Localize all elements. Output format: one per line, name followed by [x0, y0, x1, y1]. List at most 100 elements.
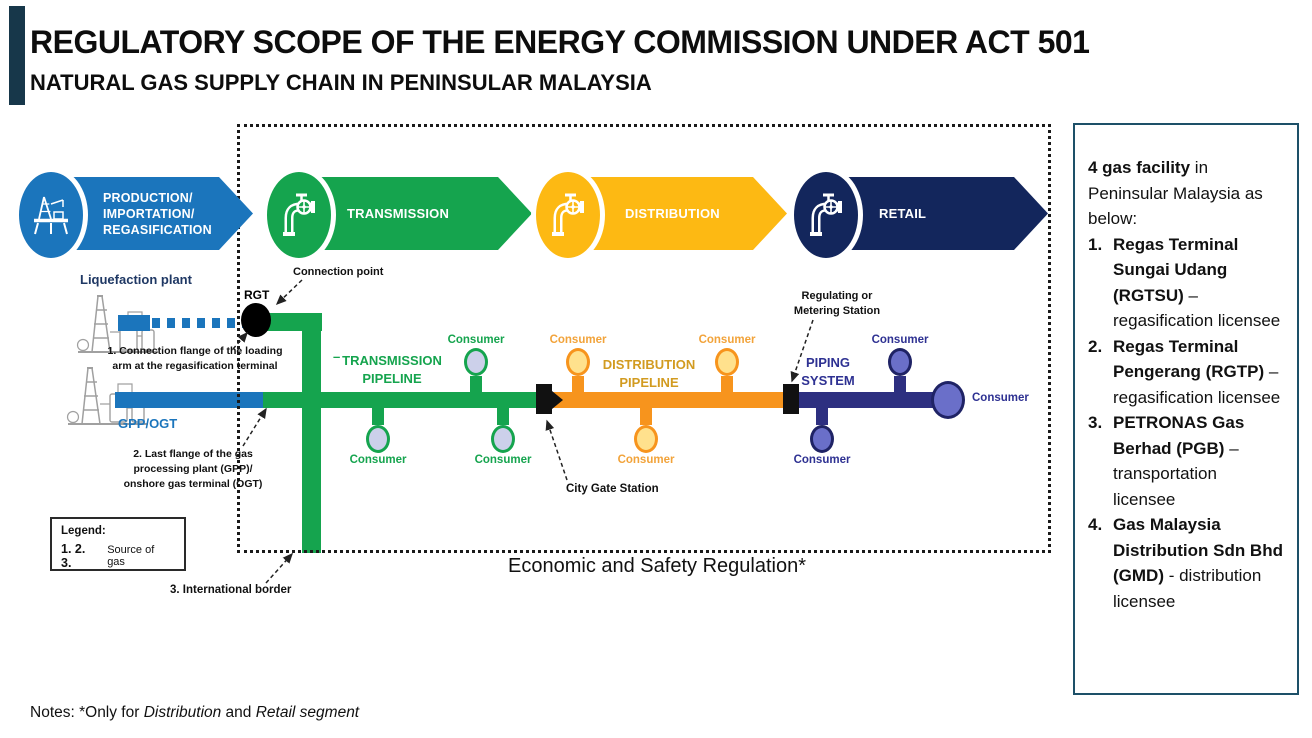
consumer-piping-end-node — [931, 381, 965, 419]
facility-item-role: - distribution licensee — [1113, 566, 1262, 611]
consumer-label: Consumer — [972, 392, 1029, 404]
facility-item-name: PETRONAS Gas Berhad (PGB) — [1113, 413, 1245, 458]
connection-point-arrow — [275, 279, 303, 306]
consumer-node — [366, 425, 390, 453]
legend-text: Source of gas — [107, 544, 155, 568]
stage-transmission-label: TRANSMISSION — [347, 205, 450, 221]
rgt-label: RGT — [244, 288, 270, 302]
consumer-stub — [372, 408, 384, 425]
consumer-transmission-below-1: Consumer — [343, 408, 413, 468]
consumer-label: Consumer — [474, 454, 532, 466]
consumer-stub — [470, 376, 482, 393]
city-gate-station-label: City Gate Station — [566, 483, 659, 495]
distribution-trunk-pipe — [552, 392, 783, 408]
stage-distribution-circle — [531, 167, 605, 263]
connection-point-label: Connection point — [293, 266, 384, 278]
legend-row: 1. 2. 3. Source of gas — [61, 542, 175, 570]
page-subtitle: NATURAL GAS SUPPLY CHAIN IN PENINSULAR M… — [30, 70, 652, 95]
lng-loading-pipe — [118, 315, 150, 331]
page-title: REGULATORY SCOPE OF THE ENERGY COMMISSIO… — [30, 24, 1090, 60]
city-gate-station-node — [536, 384, 552, 414]
facility-item-role: – transportation licensee — [1113, 438, 1239, 509]
consumer-node — [566, 348, 590, 376]
panel-intro-bold: 4 gas facility — [1088, 158, 1191, 177]
gpp-ogt-pipe — [115, 392, 263, 408]
facility-item-role: – regasification licensee — [1113, 362, 1281, 407]
facility-item-name: Regas Terminal Pengerang (RGTP) — [1113, 336, 1265, 382]
footnote-italic-retail: Retail segment — [255, 704, 360, 721]
consumer-label: Consumer — [349, 454, 407, 466]
consumer-transmission-above: Consumer — [441, 333, 511, 393]
regulating-metering-station-label: Regulating or Metering Station — [793, 290, 881, 318]
accent-bar — [9, 6, 25, 105]
facility-item-text: Regas Terminal Pengerang (RGTP) – regasi… — [1113, 334, 1284, 411]
facility-item-text: Gas Malaysia Distribution Sdn Bhd (GMD) … — [1113, 512, 1284, 614]
stage-retail-label: RETAIL — [879, 205, 927, 221]
legend-box: Legend: 1. 2. 3. Source of gas — [50, 517, 186, 571]
gas-facility-panel: 4 gas facility in Peninsular Malaysia as… — [1073, 123, 1299, 695]
panel-intro: 4 gas facility in Peninsular Malaysia as… — [1088, 155, 1284, 232]
pipeline-valve-icon — [546, 192, 590, 238]
stage-retail-arrow: RETAIL — [821, 177, 1048, 250]
consumer-stub — [816, 408, 828, 425]
regulating-metering-station-node — [783, 384, 799, 414]
consumer-node — [810, 425, 834, 453]
international-border-label: 3. International border — [170, 584, 292, 596]
consumer-stub — [497, 408, 509, 425]
facility-item-number: 4. — [1088, 515, 1103, 534]
transmission-pipeline-dash: – — [333, 349, 341, 364]
facility-item-number: 1. — [1088, 234, 1103, 254]
facility-item-1: 1. Regas Terminal Sungai Udang (RGTSU) –… — [1088, 232, 1284, 334]
oil-rig-icon — [32, 195, 70, 236]
piping-system-label: PIPING SYSTEM — [801, 355, 855, 388]
consumer-node — [888, 348, 912, 376]
consumer-node — [715, 348, 739, 376]
facility-item-4: 4. Gas Malaysia Distribution Sdn Bhd (GM… — [1088, 512, 1284, 614]
footnote-prefix: Notes: *Only for — [30, 704, 144, 721]
international-border-arrow — [265, 552, 294, 584]
piping-system-trunk-pipe — [799, 392, 933, 408]
consumer-distribution-above-1: Consumer — [543, 333, 613, 393]
distribution-pipeline-label: DISTRIBUTION PIPELINE — [602, 357, 696, 390]
pipeline-valve-icon — [804, 192, 848, 238]
facility-item-number: 2. — [1088, 336, 1103, 356]
legend-numbers: 1. 2. 3. — [61, 542, 86, 570]
footnote: Notes: *Only for Distribution and Retail… — [30, 704, 359, 722]
facility-item-role: – regasification licensee — [1113, 285, 1281, 331]
stage-distribution-label: DISTRIBUTION — [625, 205, 720, 221]
note2-arrow — [242, 407, 267, 447]
transmission-border-pipe — [302, 313, 321, 553]
consumer-stub — [894, 376, 906, 393]
pipeline-valve-icon — [277, 192, 321, 238]
consumer-node — [464, 348, 488, 376]
consumer-label: Consumer — [549, 334, 607, 346]
transmission-trunk-pipe — [263, 392, 537, 408]
economic-safety-regulation-label: Economic and Safety Regulation* — [508, 555, 806, 577]
city-gate-arrow — [545, 419, 568, 481]
facility-item-number: 3. — [1088, 413, 1103, 432]
gpp-ogt-label: GPP/OGT — [118, 416, 178, 431]
consumer-stub — [640, 408, 652, 425]
note-connection-flange: 1. Connection flange of the loading arm … — [107, 345, 283, 373]
footnote-italic-distribution: Distribution — [143, 704, 222, 721]
facility-item-name: Gas Malaysia Distribution Sdn Bhd (GMD) — [1113, 515, 1283, 585]
consumer-stub — [721, 376, 733, 393]
consumer-piping-below: Consumer — [787, 408, 857, 468]
consumer-label: Consumer — [447, 334, 505, 346]
footnote-mid: and — [221, 704, 256, 721]
stage-production-circle — [14, 167, 88, 263]
transmission-pipeline-label: TRANSMISSION PIPELINE — [342, 353, 442, 386]
facility-item-name: Regas Terminal Sungai Udang (RGTSU) — [1113, 234, 1239, 305]
legend-title: Legend: — [61, 525, 106, 537]
panel-intro-rest: in Peninsular Malaysia as below: — [1088, 158, 1263, 228]
facility-item-2: 2. Regas Terminal Pengerang (RGTP) – reg… — [1088, 334, 1284, 411]
consumer-piping-above: Consumer — [865, 333, 935, 393]
stage-production-label: PRODUCTION/ IMPORTATION/ REGASIFICATION — [103, 190, 212, 237]
consumer-transmission-below-2: Consumer — [468, 408, 538, 468]
consumer-label: Consumer — [793, 454, 851, 466]
consumer-node — [491, 425, 515, 453]
facility-item-3: 3. PETRONAS Gas Berhad (PGB) – transport… — [1088, 410, 1284, 512]
consumer-node — [634, 425, 658, 453]
stage-transmission-circle — [262, 167, 336, 263]
